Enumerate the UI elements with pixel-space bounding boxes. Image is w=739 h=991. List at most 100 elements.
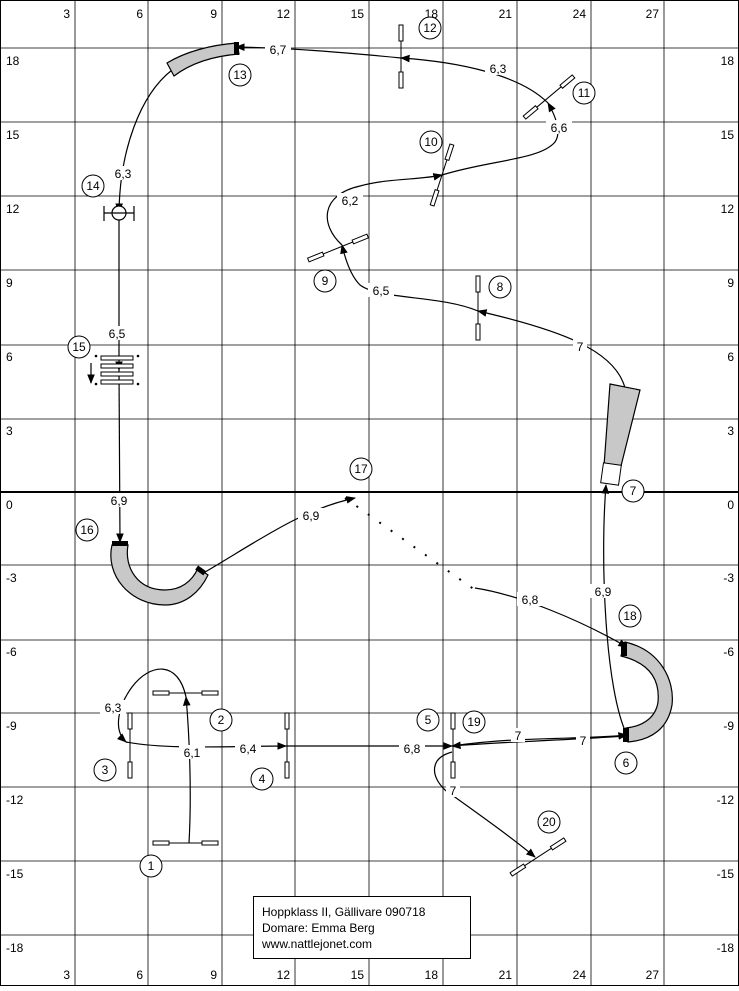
dog-path bbox=[115, 43, 628, 858]
jump-12 bbox=[398, 24, 404, 89]
course-info-website: www.nattlejonet.com bbox=[262, 937, 373, 951]
tire-14 bbox=[103, 205, 135, 221]
distance-label: 6,5 bbox=[373, 284, 390, 298]
distance-labels: 6,7 6,3 6,6 6,2 6,5 7 6,3 6,5 6,9 6,9 6,… bbox=[100, 42, 616, 798]
y-label: 9 bbox=[727, 276, 734, 290]
x-label: 21 bbox=[499, 7, 513, 21]
obstacle-number: 13 bbox=[233, 68, 247, 82]
distance-label: 7 bbox=[515, 729, 522, 743]
y-label: 3 bbox=[6, 424, 13, 438]
obstacle-number: 8 bbox=[497, 280, 504, 294]
distance-label: 7 bbox=[450, 784, 457, 798]
x-label: 6 bbox=[136, 968, 143, 982]
distance-label: 6,1 bbox=[184, 746, 201, 760]
y-label: 15 bbox=[6, 128, 20, 142]
distance-label: 6,4 bbox=[240, 742, 257, 756]
y-label: 9 bbox=[6, 276, 13, 290]
distance-label: 6,9 bbox=[595, 585, 612, 599]
right-axis-labels: 18 15 12 9 6 3 0 -3 -6 -9 -12 -15 -18 bbox=[717, 54, 735, 955]
x-label: 27 bbox=[646, 7, 660, 21]
x-label: 15 bbox=[351, 7, 365, 21]
distance-label: 6,3 bbox=[490, 62, 507, 76]
y-label: 6 bbox=[6, 350, 13, 364]
course-info-box: Hoppklass II, Gällivare 090718 Domare: E… bbox=[253, 896, 471, 959]
jump-20 bbox=[509, 837, 567, 877]
y-label: 18 bbox=[721, 54, 735, 68]
obstacle-number: 5 bbox=[425, 713, 432, 727]
distance-label: 6,8 bbox=[522, 593, 539, 607]
obstacle-number: 3 bbox=[102, 763, 109, 777]
distance-label: 6,5 bbox=[109, 327, 126, 341]
x-label: 3 bbox=[63, 968, 70, 982]
y-label: -3 bbox=[6, 571, 17, 585]
y-label: 3 bbox=[727, 424, 734, 438]
obstacle-number: 17 bbox=[354, 462, 368, 476]
left-axis-labels: 18 15 12 9 6 3 0 -3 -6 -9 -12 -15 -18 bbox=[6, 54, 24, 955]
jump-3 bbox=[127, 712, 133, 779]
bottom-axis-labels: 3 6 9 12 15 18 21 24 27 bbox=[63, 968, 659, 982]
y-label: -12 bbox=[6, 793, 24, 807]
y-label: -15 bbox=[6, 867, 24, 881]
x-label: 24 bbox=[573, 968, 587, 982]
y-label: -15 bbox=[717, 867, 735, 881]
distance-label: 7 bbox=[577, 340, 584, 354]
distance-label: 6,7 bbox=[270, 43, 287, 57]
top-axis-labels: 3 6 9 12 15 18 21 24 27 bbox=[63, 7, 659, 21]
y-label: 18 bbox=[6, 54, 20, 68]
obstacle-number: 18 bbox=[623, 609, 637, 623]
x-label: 12 bbox=[277, 968, 291, 982]
distance-label: 6,2 bbox=[342, 194, 359, 208]
distance-label: 6,8 bbox=[404, 742, 421, 756]
y-label: 12 bbox=[6, 202, 20, 216]
jump-11 bbox=[522, 74, 576, 120]
jump-5 bbox=[450, 712, 456, 779]
y-label: 0 bbox=[727, 498, 734, 512]
y-label: -9 bbox=[723, 719, 734, 733]
x-label: 27 bbox=[646, 968, 660, 982]
x-label: 15 bbox=[351, 968, 365, 982]
y-label: 0 bbox=[6, 498, 13, 512]
distance-label: 6,9 bbox=[111, 494, 128, 508]
y-label: -12 bbox=[717, 793, 735, 807]
obstacle-number: 9 bbox=[322, 274, 329, 288]
y-label: -6 bbox=[723, 645, 734, 659]
tunnel-16 bbox=[110, 541, 209, 606]
jump-2 bbox=[152, 690, 219, 696]
y-label: -9 bbox=[6, 719, 17, 733]
distance-label: 6,3 bbox=[105, 701, 122, 715]
y-label: -18 bbox=[6, 941, 24, 955]
distance-label: 7 bbox=[580, 734, 587, 748]
obstacle-number: 16 bbox=[80, 523, 94, 537]
jump-10 bbox=[429, 143, 455, 207]
tunnel-18-6 bbox=[620, 641, 673, 743]
jump-1 bbox=[152, 840, 219, 846]
obstacle-number: 12 bbox=[423, 21, 437, 35]
x-label: 3 bbox=[63, 7, 70, 21]
jump-8 bbox=[475, 275, 481, 341]
y-label: -18 bbox=[717, 941, 735, 955]
obstacle-number: 14 bbox=[86, 179, 100, 193]
obstacle-number: 7 bbox=[630, 484, 637, 498]
y-label: -3 bbox=[723, 571, 734, 585]
jump-4 bbox=[284, 712, 290, 779]
jump-9 bbox=[306, 233, 370, 263]
obstacle-number: 19 bbox=[467, 715, 481, 729]
tunnel-13 bbox=[166, 42, 240, 77]
obstacle-number: 6 bbox=[623, 756, 630, 770]
obstacle-number: 10 bbox=[424, 135, 438, 149]
course-info-class: Hoppklass II, Gällivare 090718 bbox=[262, 905, 426, 919]
x-label: 9 bbox=[210, 7, 217, 21]
y-label: 6 bbox=[727, 350, 734, 364]
x-label: 9 bbox=[210, 968, 217, 982]
obstacle-number: 2 bbox=[218, 713, 225, 727]
long-jump-15 bbox=[87, 354, 140, 386]
y-label: 12 bbox=[721, 202, 735, 216]
obstacle-numbers: 1 2 3 4 5 6 7 8 9 10 11 12 13 14 15 16 1… bbox=[67, 16, 645, 878]
x-label: 12 bbox=[277, 7, 291, 21]
obstacle-number: 20 bbox=[542, 815, 556, 829]
obstacle-number: 11 bbox=[578, 86, 591, 100]
obstacle-number: 15 bbox=[72, 340, 86, 354]
distance-label: 6,6 bbox=[551, 121, 568, 135]
course-info-judge: Domare: Emma Berg bbox=[262, 921, 375, 935]
